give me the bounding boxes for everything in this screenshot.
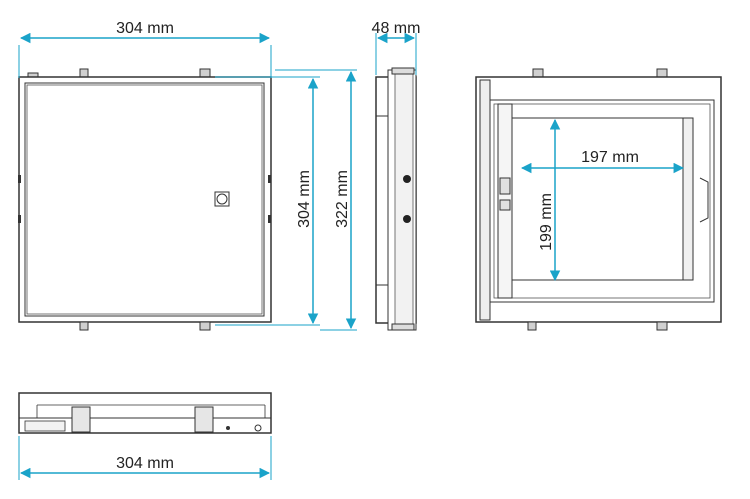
- rear-view: [475, 68, 722, 331]
- lock-icon: [214, 191, 230, 207]
- front-height-label: 304 mm: [296, 170, 313, 228]
- opening-height-dimension: 199 mm: [538, 118, 561, 282]
- bottom-width-label: 304 mm: [116, 455, 174, 472]
- opening-height-label: 199 mm: [538, 193, 555, 251]
- overall-height-label: 322 mm: [334, 170, 351, 228]
- opening-width-label: 197 mm: [581, 149, 639, 166]
- opening-width-dimension: 197 mm: [520, 149, 685, 174]
- front-width-label: 304 mm: [116, 20, 174, 37]
- bottom-view: [18, 392, 272, 434]
- front-width-dimension: 304 mm: [18, 20, 272, 78]
- front-height-dimension: 304 mm: [215, 76, 320, 326]
- front-view: [18, 68, 272, 331]
- bottom-width-dimension: 304 mm: [18, 436, 272, 480]
- depth-dimension: 48 mm: [372, 20, 421, 75]
- overall-height-dimension: 322 mm: [275, 69, 357, 331]
- depth-label: 48 mm: [372, 20, 421, 37]
- side-view: [375, 67, 417, 331]
